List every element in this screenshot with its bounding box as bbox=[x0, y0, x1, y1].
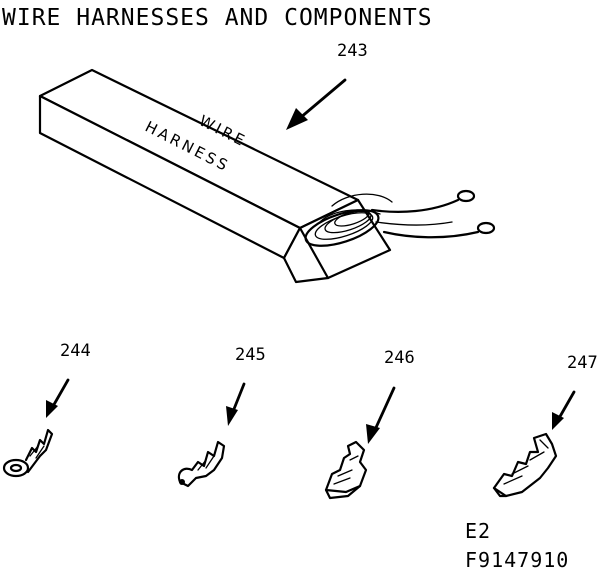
wire-harness-box-icon: WIRE HARNESS bbox=[38, 68, 496, 284]
part-number-245: 245 bbox=[235, 345, 266, 365]
arrow-247 bbox=[552, 390, 576, 430]
diagram-title: WIRE HARNESSES AND COMPONENTS bbox=[2, 5, 433, 31]
arrow-244 bbox=[46, 378, 70, 418]
arrow-243 bbox=[286, 78, 347, 130]
diagram-code-e2: E2 bbox=[465, 519, 491, 543]
arrow-246 bbox=[366, 386, 396, 444]
female-terminal-icon bbox=[492, 432, 558, 498]
diagram-code-number: F9147910 bbox=[465, 548, 569, 572]
part-number-243: 243 bbox=[337, 41, 368, 61]
part-number-247: 247 bbox=[567, 353, 598, 373]
part-number-244: 244 bbox=[60, 341, 91, 361]
flag-terminal-icon bbox=[324, 440, 368, 500]
arrow-245 bbox=[226, 382, 246, 426]
ring-terminal-icon bbox=[2, 428, 54, 478]
part-number-246: 246 bbox=[384, 348, 415, 368]
hook-terminal-icon bbox=[177, 440, 226, 488]
